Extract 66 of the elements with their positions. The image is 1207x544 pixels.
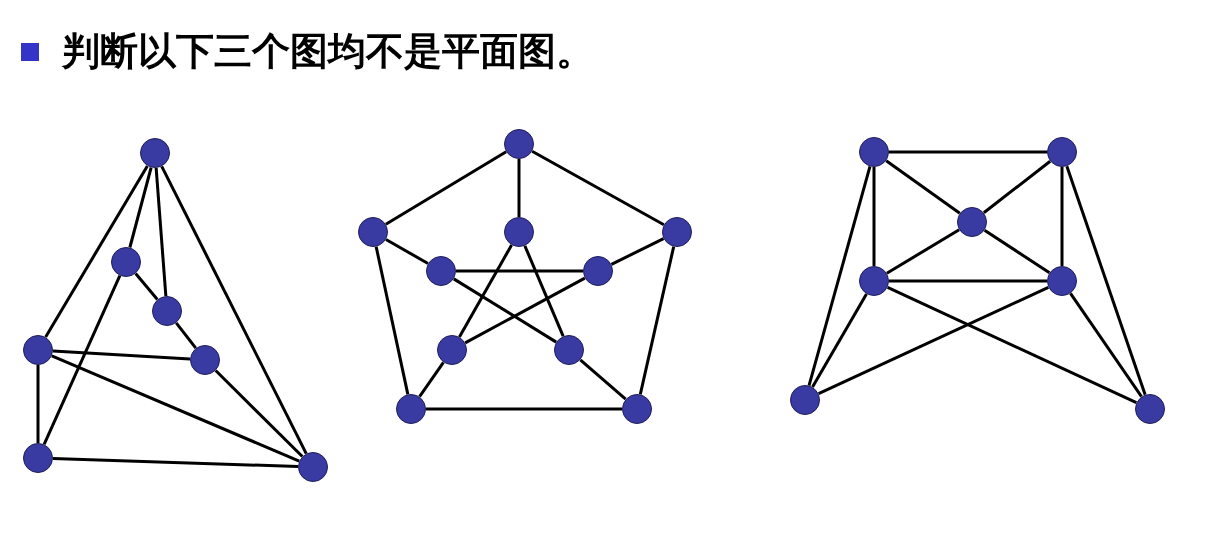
- edge-line: [872, 167, 876, 266]
- edge-line: [385, 238, 429, 265]
- edge-line: [638, 246, 676, 395]
- edge-line: [531, 150, 665, 226]
- edge-line: [464, 276, 586, 345]
- vertex-circle: [859, 137, 889, 167]
- vertex-circle: [426, 256, 456, 286]
- edge-line: [456, 269, 583, 273]
- edge-line: [44, 165, 149, 338]
- edge-line: [1060, 167, 1064, 266]
- edge-line: [36, 365, 40, 443]
- edge-line: [128, 167, 153, 248]
- edge-line: [818, 285, 1049, 396]
- edge-line: [523, 245, 565, 337]
- edge-line: [517, 159, 521, 217]
- vertex-circle: [298, 452, 328, 482]
- edge-line: [385, 150, 507, 226]
- edge-line: [51, 354, 300, 463]
- edge-line: [214, 369, 304, 458]
- edge-line: [982, 160, 1052, 214]
- edge-line: [579, 358, 627, 401]
- vertex-circle: [583, 256, 613, 286]
- edge-line: [453, 277, 557, 344]
- vertex-circle: [111, 247, 141, 277]
- edge-line: [886, 285, 1138, 405]
- edge-line: [52, 349, 191, 361]
- vertex-circle: [140, 138, 170, 168]
- vertex-circle: [396, 394, 426, 424]
- edge-line: [610, 237, 665, 266]
- vertex-circle: [504, 217, 534, 247]
- edge-line: [811, 293, 868, 388]
- vertex-circle: [790, 385, 820, 415]
- edge-line: [889, 150, 1047, 154]
- edge-line: [458, 244, 513, 338]
- vertex-circle: [1135, 394, 1165, 424]
- edge-line: [807, 166, 872, 386]
- edge-line: [374, 246, 410, 395]
- vertex-circle: [1047, 266, 1077, 296]
- edge-line: [886, 228, 960, 275]
- edge-line: [418, 361, 445, 398]
- edge-line: [885, 159, 961, 215]
- vertex-circle: [957, 207, 987, 237]
- edge-line: [154, 167, 168, 297]
- vertex-circle: [662, 217, 692, 247]
- vertex-circle: [504, 129, 534, 159]
- edge-line: [1069, 292, 1143, 398]
- edge-line: [1065, 165, 1147, 396]
- edge-line: [889, 279, 1047, 283]
- vertex-circle: [152, 296, 182, 326]
- title: 判断以下三个图均不是平面图。: [62, 28, 594, 75]
- edge-line: [983, 228, 1051, 275]
- edge-line: [134, 272, 159, 301]
- vertex-circle: [1047, 137, 1077, 167]
- vertex-circle: [859, 266, 889, 296]
- vertex-circle: [23, 443, 53, 473]
- vertex-circle: [190, 345, 220, 375]
- edge-line: [160, 165, 308, 455]
- vertex-circle: [554, 335, 584, 365]
- vertex-circle: [23, 335, 53, 365]
- vertex-circle: [622, 394, 652, 424]
- vertex-circle: [358, 217, 388, 247]
- edge-line: [426, 407, 622, 411]
- vertex-circle: [437, 335, 467, 365]
- edge-line: [52, 457, 299, 468]
- edge-line: [175, 321, 197, 350]
- edge-line: [42, 275, 122, 445]
